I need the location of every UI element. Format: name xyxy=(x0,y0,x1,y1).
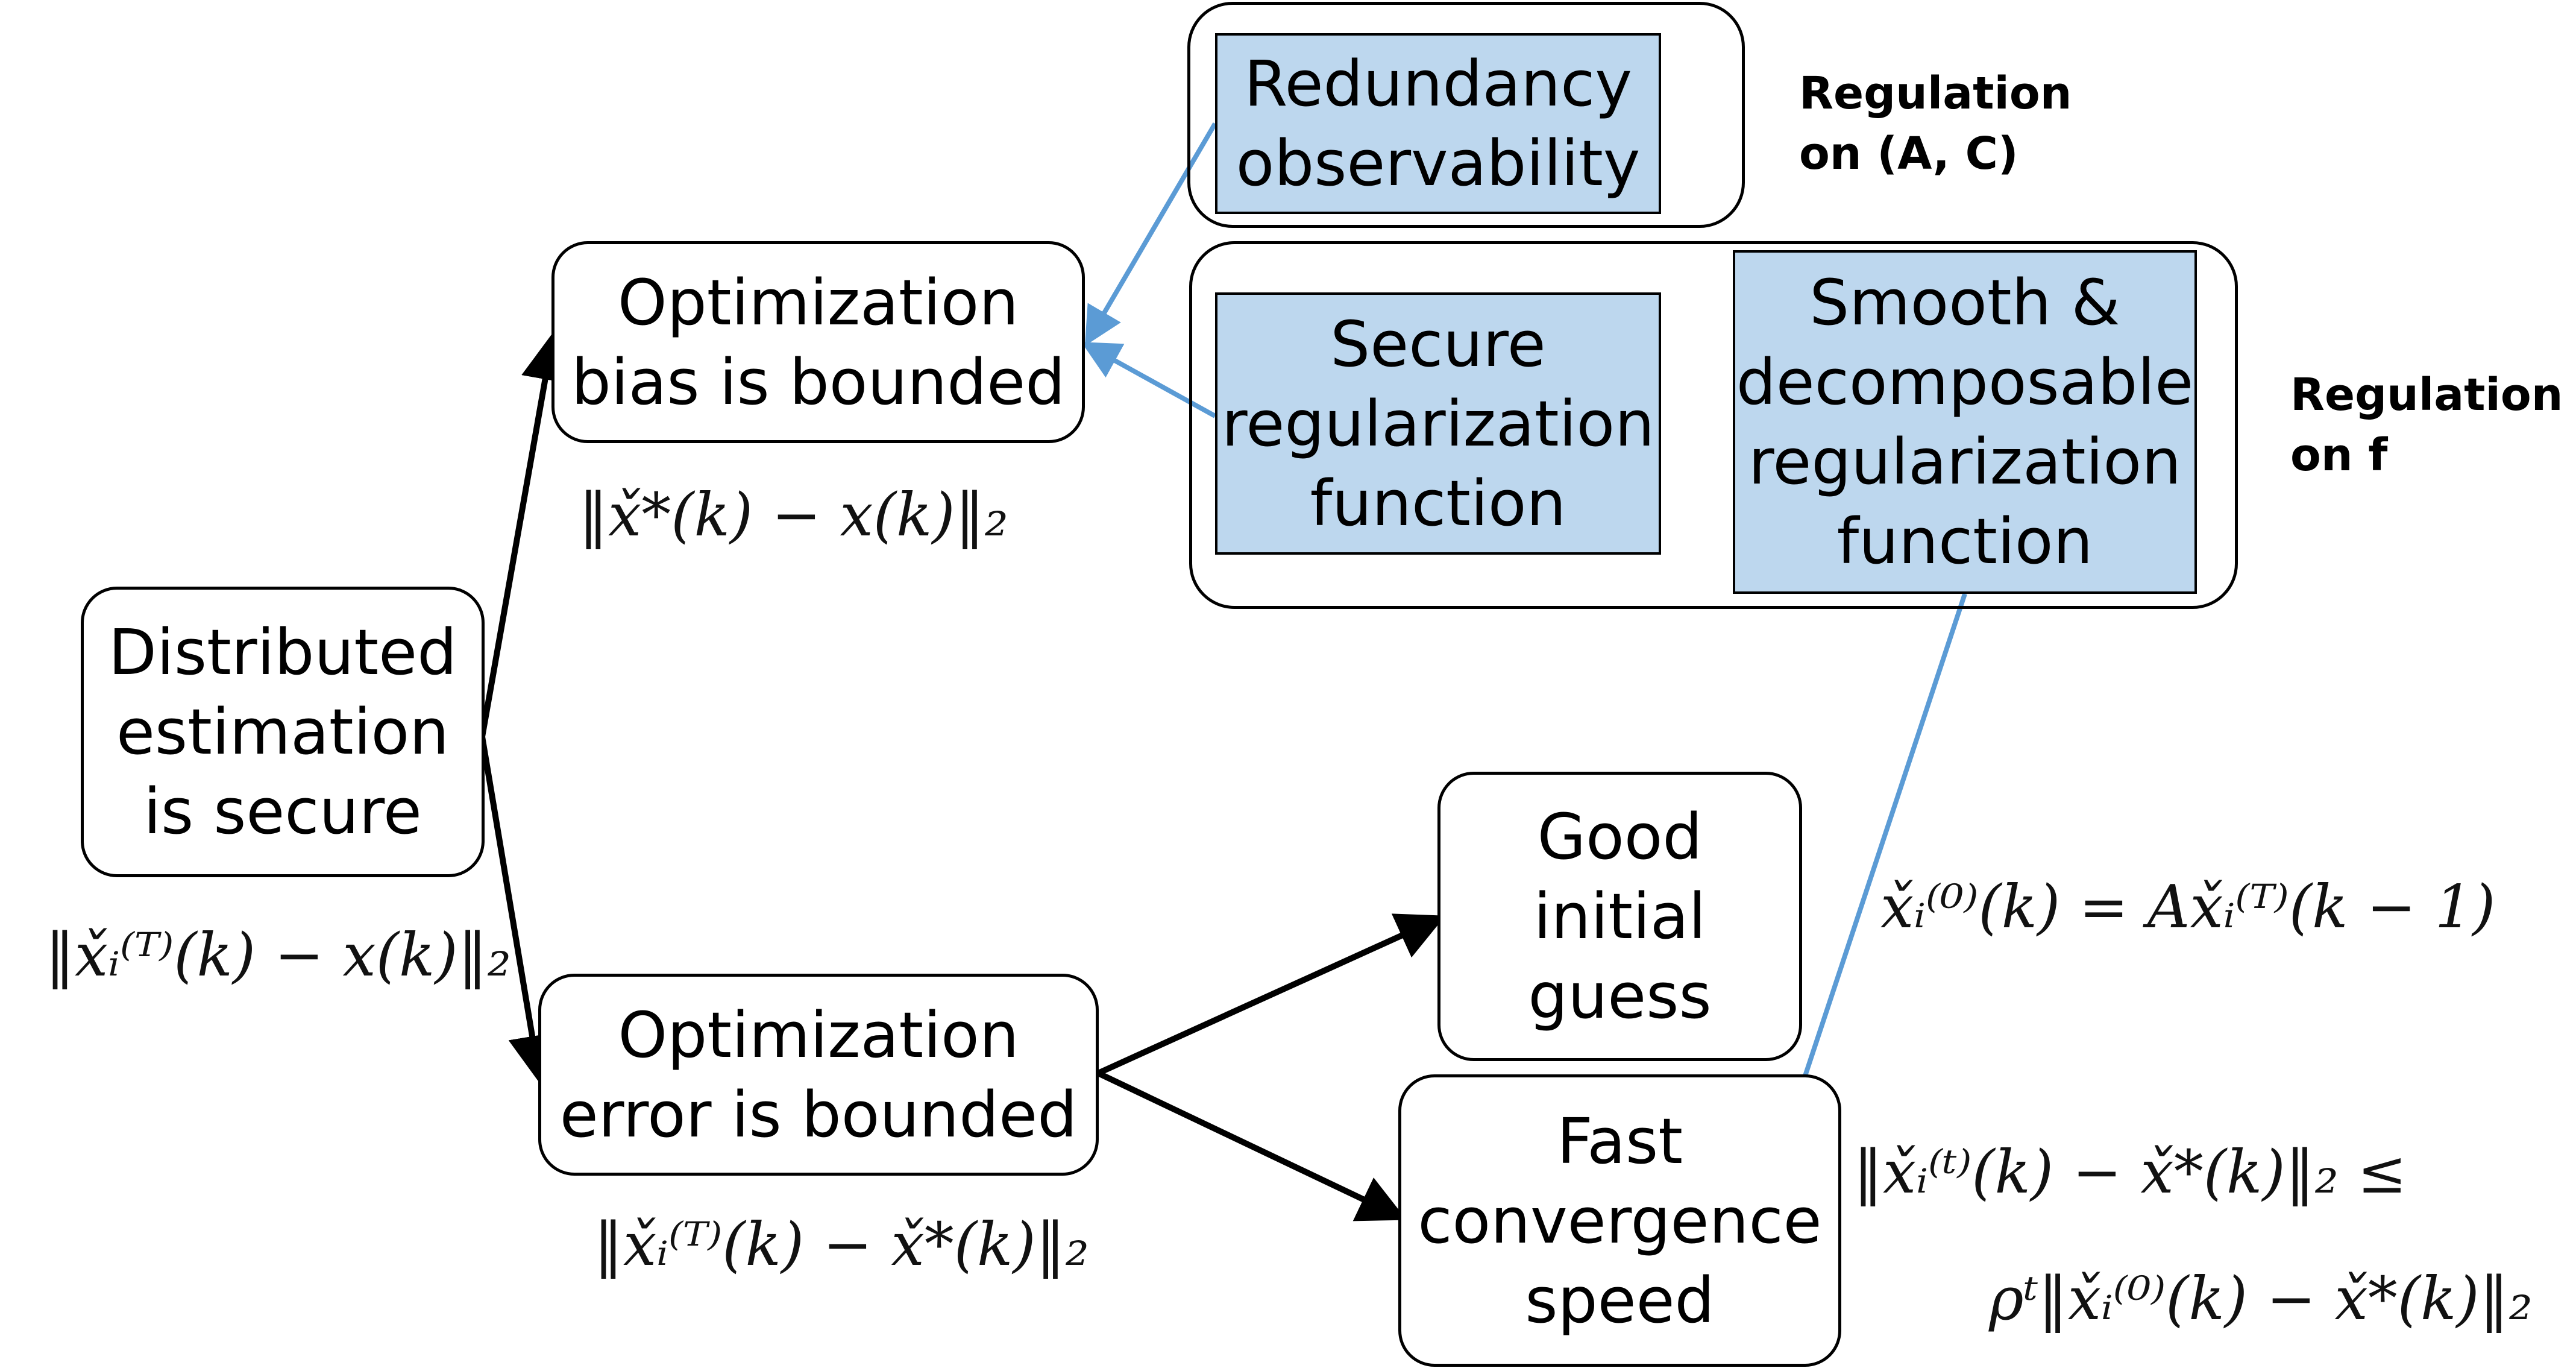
regulation-f-label: Regulation on f xyxy=(2290,369,2563,481)
node-distributed-estimation: Distributed estimation is secure xyxy=(81,587,485,877)
node-redundancy-observability: Redundancy observability xyxy=(1215,33,1661,214)
group-regulation-ac xyxy=(1187,2,1745,228)
group-regulation-f xyxy=(1189,241,2238,609)
node-good-initial-guess: Good initial guess xyxy=(1437,772,1802,1061)
node-secure-reg-label: Secure regularization function xyxy=(1221,307,1655,540)
node-smooth-reg-label: Smooth & decomposable regularization fun… xyxy=(1736,266,2194,578)
node-error-label: Optimization error is bounded xyxy=(559,998,1078,1152)
formula-convergence-line2: ρᵗ‖x̌ᵢ⁽⁰⁾(k) − x̌*(k)‖₂ xyxy=(1989,1265,2533,1334)
formula-error: ‖x̌ᵢ⁽ᵀ⁾(k) − x̌*(k)‖₂ xyxy=(594,1211,1089,1279)
arrow-secure-to-error xyxy=(479,736,556,1084)
node-fast-convergence: Fast convergence speed xyxy=(1398,1074,1841,1367)
node-optimization-error: Optimization error is bounded xyxy=(538,974,1099,1176)
node-optimization-bias: Optimization bias is bounded xyxy=(551,241,1085,443)
node-smooth-regularization: Smooth & decomposable regularization fun… xyxy=(1733,250,2197,594)
arrow-secure-reg-to-bias xyxy=(1081,342,1216,418)
arrow-error-to-initial xyxy=(1096,913,1446,1076)
arrow-redundancy-to-bias xyxy=(1084,122,1217,346)
node-secure-regularization: Secure regularization function xyxy=(1215,292,1661,555)
node-initial-label: Good initial guess xyxy=(1528,800,1712,1033)
node-fast-label: Fast convergence speed xyxy=(1418,1104,1822,1337)
node-redundancy-label: Redundancy observability xyxy=(1236,47,1641,200)
arrow-smooth-reg-to-fast xyxy=(1774,593,1967,1149)
node-distributed-label: Distributed estimation is secure xyxy=(108,616,457,848)
formula-distributed: ‖x̌ᵢ⁽ᵀ⁾(k) − x(k)‖₂ xyxy=(45,921,511,990)
formula-convergence-line1: ‖x̌ᵢ⁽ᵗ⁾(k) − x̌*(k)‖₂ ≤ xyxy=(1853,1138,2407,1207)
formula-initial-guess: x̌ᵢ⁽⁰⁾(k) = Ax̌ᵢ⁽ᵀ⁾(k − 1) xyxy=(1880,873,2496,942)
regulation-ac-label: Regulation on (A, C) xyxy=(1799,68,2072,180)
node-bias-label: Optimization bias is bounded xyxy=(571,265,1066,419)
arrow-secure-to-bias xyxy=(479,332,569,737)
formula-bias: ‖x̌*(k) − x(k)‖₂ xyxy=(579,481,1008,550)
arrow-error-to-fast xyxy=(1096,1070,1407,1221)
